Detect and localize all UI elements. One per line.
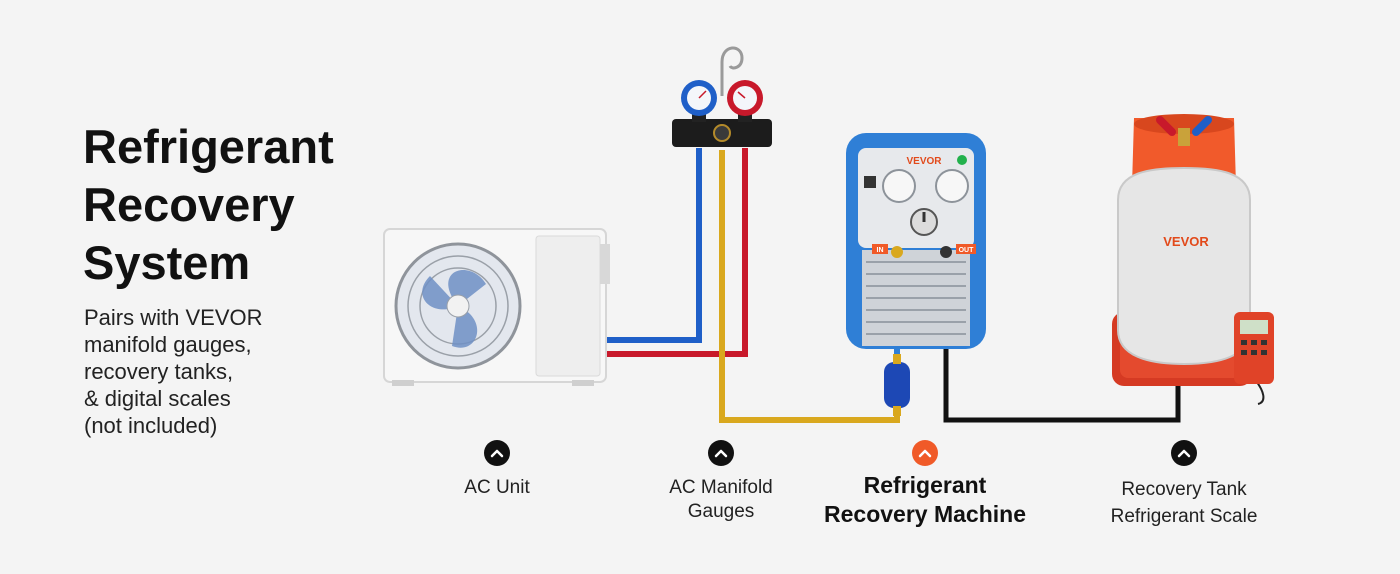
manifold-center-port <box>713 124 731 142</box>
ac-unit-valve <box>600 244 610 284</box>
machine-start-switch <box>957 155 967 165</box>
recovery-machine-marker <box>912 440 938 466</box>
hose-red <box>606 148 748 357</box>
machine-logo: VEVOR <box>906 156 942 167</box>
machine-in-port <box>891 246 903 258</box>
description: Pairs with VEVOR manifold gauges, recove… <box>84 304 324 439</box>
ac-unit-fan-hub <box>446 294 470 318</box>
label-ac-unit: AC Unit <box>417 476 577 500</box>
page-title: Refrigerant Recovery System <box>83 118 334 292</box>
machine-grille-slats <box>866 261 966 335</box>
machine-in-tag <box>872 244 888 254</box>
label-recovery-machine-line-2: Recovery Machine <box>824 501 1026 527</box>
chevron-up-icon <box>490 449 504 458</box>
manifold-marker <box>708 440 734 466</box>
description-line-2: manifold gauges, <box>84 332 252 357</box>
description-line-1: Pairs with VEVOR <box>84 305 263 330</box>
ac-unit-fan-ring <box>407 255 509 357</box>
ac-unit-side-panel <box>535 235 601 377</box>
title-line-1: Refrigerant <box>83 120 334 173</box>
description-line-3: recovery tanks, <box>84 359 234 384</box>
machine-gauge-left <box>882 169 916 203</box>
ac-unit-fan-blades <box>422 270 486 348</box>
label-manifold: AC Manifold Gauges <box>641 476 801 524</box>
machine-out-tag <box>956 244 976 254</box>
title-line-2: Recovery <box>83 178 295 231</box>
chevron-up-icon <box>714 449 728 458</box>
digital-scale-controller <box>1234 312 1274 405</box>
filter-drier <box>884 354 910 416</box>
label-ac-unit-line-1: AC Unit <box>464 477 530 498</box>
label-recovery-machine-line-1: Refrigerant <box>863 472 987 498</box>
recovery-machine: VEVOR IN OUT <box>846 133 986 349</box>
description-line-5: (not included) <box>84 413 218 438</box>
ac-unit-foot-right <box>572 380 594 386</box>
label-manifold-line-1: AC Manifold <box>669 477 773 498</box>
tank-body <box>1117 166 1251 366</box>
hose-blue <box>606 148 702 343</box>
label-recovery-tank: Recovery Tank Refrigerant Scale <box>1084 476 1284 530</box>
ac-unit <box>383 228 610 386</box>
tank-blue-valve <box>1192 116 1212 136</box>
machine-power-switch <box>864 176 876 188</box>
ac-unit-marker <box>484 440 510 466</box>
machine-out-port <box>940 246 952 258</box>
recovery-tank-marker <box>1171 440 1197 466</box>
description-line-4: & digital scales <box>84 386 231 411</box>
tank-red-valve <box>1156 116 1176 136</box>
machine-in-label: IN <box>877 247 884 254</box>
machine-out-label: OUT <box>959 247 975 254</box>
title-line-3: System <box>83 236 251 289</box>
label-recovery-machine: Refrigerant Recovery Machine <box>800 471 1050 529</box>
manifold-low-needle <box>698 90 707 99</box>
chevron-up-icon <box>918 449 932 458</box>
ac-unit-foot-left <box>392 380 414 386</box>
tank-valve-body <box>1178 128 1190 146</box>
label-recovery-tank-line-1: Recovery Tank <box>1121 479 1247 500</box>
manifold-high-needle <box>737 91 746 99</box>
chevron-up-icon <box>1177 449 1191 458</box>
manifold-hook <box>720 46 744 96</box>
label-manifold-line-2: Gauges <box>687 501 755 522</box>
tank-logo: VEVOR <box>1163 234 1209 249</box>
machine-gauge-right <box>935 169 969 203</box>
manifold-gauges <box>672 46 772 147</box>
recovery-tank: VEVOR <box>1112 114 1252 386</box>
label-recovery-tank-line-2: Refrigerant Scale <box>1110 506 1258 527</box>
